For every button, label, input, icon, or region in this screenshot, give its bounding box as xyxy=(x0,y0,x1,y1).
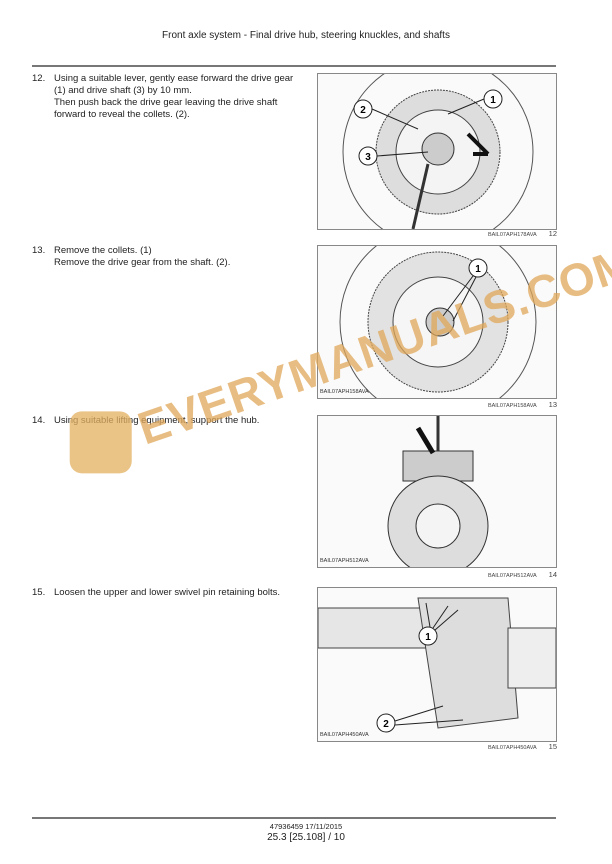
callout-1: 1 xyxy=(475,264,481,275)
callout-2: 2 xyxy=(383,719,389,730)
figure-code: BAIL07APH158AVA xyxy=(487,403,537,409)
callout-2: 2 xyxy=(360,105,366,116)
step-text: Remove the collets. (1) xyxy=(54,245,152,256)
figure-number: 14 xyxy=(548,570,557,579)
page-header: Front axle system - Final drive hub, ste… xyxy=(162,30,450,41)
figure-12: 2 1 3 xyxy=(317,73,557,230)
step-number: 13. xyxy=(32,245,46,256)
step-14: 14. Using suitable lifting equipment, su… xyxy=(32,415,302,427)
callout-1: 1 xyxy=(490,95,496,106)
callout-1: 1 xyxy=(425,632,431,643)
figure-caption: BAIL07APH512AVA 14 xyxy=(317,570,557,579)
step-text: Using a suitable lever, gently ease forw… xyxy=(54,73,294,96)
figure-number: 12 xyxy=(548,229,557,238)
step-12: 12. Using a suitable lever, gently ease … xyxy=(32,73,302,121)
figure-code: BAIL07APH512AVA xyxy=(487,573,537,579)
step-13: 13. Remove the collets. (1)Remove the dr… xyxy=(32,245,302,269)
figure-15: 1 2 BAIL07APH450AVA xyxy=(317,587,557,742)
step-number: 15. xyxy=(32,587,46,598)
figure-14: BAIL07APH512AVA xyxy=(317,415,557,568)
step-text: Remove the drive gear from the shaft. (2… xyxy=(54,257,231,268)
footer-doc-id: 47936459 17/11/2015 xyxy=(269,822,343,831)
figure-code: BAIL07APH178AVA xyxy=(487,232,537,238)
figure-inner-code: BAIL07APH158AVA xyxy=(320,389,369,395)
figure-inner-code: BAIL07APH512AVA xyxy=(320,558,369,564)
step-text: Then push back the drive gear leaving th… xyxy=(54,97,278,120)
figure-caption: BAIL07APH178AVA 12 xyxy=(317,229,557,238)
figure-code: BAIL07APH450AVA xyxy=(487,745,537,751)
footer-page-number: 25.3 [25.108] / 10 xyxy=(267,832,345,843)
figure-caption: BAIL07APH450AVA 15 xyxy=(317,742,557,751)
step-text: Loosen the upper and lower swivel pin re… xyxy=(54,587,281,598)
figure-number: 13 xyxy=(548,400,557,409)
figure-caption: BAIL07APH158AVA 13 xyxy=(317,400,557,409)
step-15: 15. Loosen the upper and lower swivel pi… xyxy=(32,587,302,599)
step-text: Using suitable lifting equipment, suppor… xyxy=(54,415,260,426)
header-rule xyxy=(32,65,556,67)
footer-rule xyxy=(32,817,556,819)
callout-3: 3 xyxy=(365,152,371,163)
figure-number: 15 xyxy=(548,742,557,751)
figure-inner-code: BAIL07APH450AVA xyxy=(320,732,369,738)
step-number: 14. xyxy=(32,415,46,426)
step-number: 12. xyxy=(32,73,46,84)
figure-13: 1 BAIL07APH158AVA xyxy=(317,245,557,399)
